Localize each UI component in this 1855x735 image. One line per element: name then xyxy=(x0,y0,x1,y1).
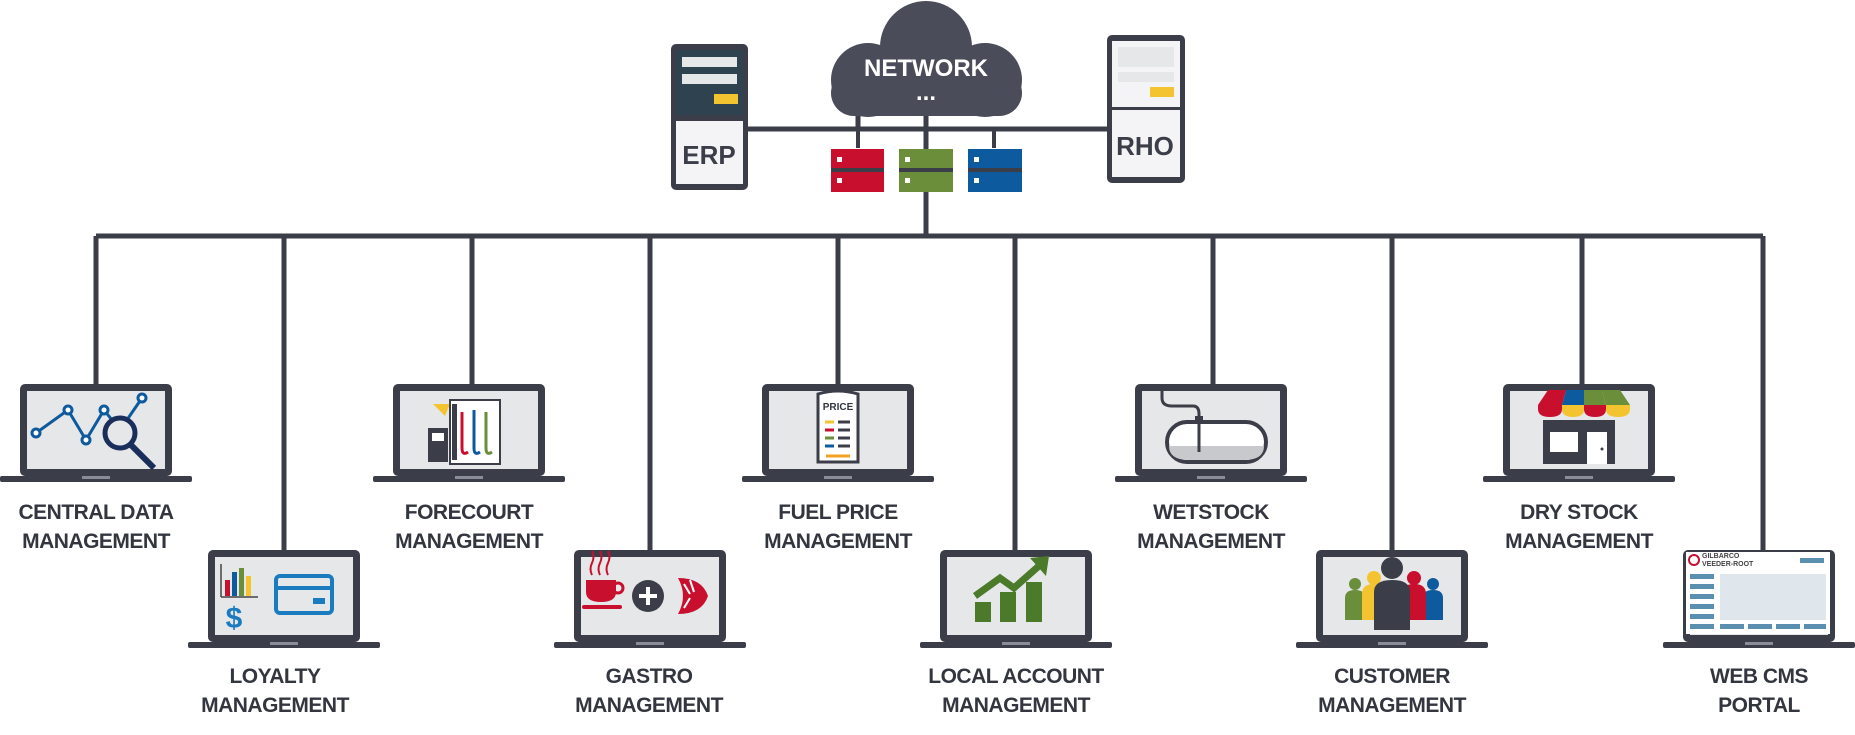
laptop-central-data xyxy=(0,384,192,482)
chart-analytics-icon xyxy=(30,392,157,471)
module-labels: CENTRAL DATA MANAGEMENT LOYALTY MANAGEME… xyxy=(19,501,1809,717)
cms-brand-text-1: GILBARCO xyxy=(1702,553,1740,560)
gastro-icon xyxy=(582,550,708,614)
rho-server: RHO xyxy=(1107,35,1185,183)
label-central-data-line1: CENTRAL DATA xyxy=(19,501,174,524)
network-cloud: NETWORK ... xyxy=(831,1,1022,117)
label-local-account-line1: LOCAL ACCOUNT xyxy=(928,665,1104,688)
price-sign-text: PRICE xyxy=(823,402,854,413)
label-loyalty-line1: LOYALTY xyxy=(229,665,321,688)
label-web-cms-line2: PORTAL xyxy=(1718,694,1800,717)
storage-tank-icon xyxy=(1160,390,1268,464)
label-gastro-line2: MANAGEMENT xyxy=(575,694,723,717)
label-local-account-line2: MANAGEMENT xyxy=(942,694,1090,717)
network-switches xyxy=(831,129,1022,192)
network-dots: ... xyxy=(916,79,936,106)
customers-group-icon xyxy=(1345,557,1443,630)
erp-label: ERP xyxy=(682,140,735,170)
svg-text:$: $ xyxy=(226,602,243,635)
label-wetstock-line1: WETSTOCK xyxy=(1153,501,1269,524)
label-customer-line2: MANAGEMENT xyxy=(1318,694,1466,717)
label-dry-stock-line1: DRY STOCK xyxy=(1520,501,1638,524)
label-central-data-line2: MANAGEMENT xyxy=(22,530,170,553)
connection-lines xyxy=(93,115,1766,550)
label-gastro-line1: GASTRO xyxy=(606,665,693,688)
growth-chart-icon xyxy=(972,556,1049,622)
cms-brand-text-2: VEEDER-ROOT xyxy=(1702,561,1754,568)
label-dry-stock-line2: MANAGEMENT xyxy=(1505,530,1653,553)
fuel-price-sign-icon: PRICE xyxy=(816,389,860,464)
laptop-loyalty xyxy=(188,550,380,648)
label-forecourt-line2: MANAGEMENT xyxy=(395,530,543,553)
erp-server: ERP xyxy=(671,44,748,190)
fuel-pump-icon xyxy=(428,399,501,465)
rho-label: RHO xyxy=(1116,131,1174,161)
label-fuel-price-line2: MANAGEMENT xyxy=(764,530,912,553)
shop-store-icon xyxy=(1538,390,1630,464)
label-customer-line1: CUSTOMER xyxy=(1334,665,1450,688)
network-label: NETWORK xyxy=(864,55,989,82)
label-forecourt-line1: FORECOURT xyxy=(405,501,534,524)
loyalty-icon: $ xyxy=(220,564,334,635)
label-wetstock-line2: MANAGEMENT xyxy=(1137,530,1285,553)
web-cms-portal-icon: GILBARCO VEEDER-ROOT xyxy=(1686,552,1830,634)
label-fuel-price-line1: FUEL PRICE xyxy=(778,501,898,524)
label-web-cms-line1: WEB CMS xyxy=(1710,665,1808,688)
label-loyalty-line2: MANAGEMENT xyxy=(201,694,349,717)
